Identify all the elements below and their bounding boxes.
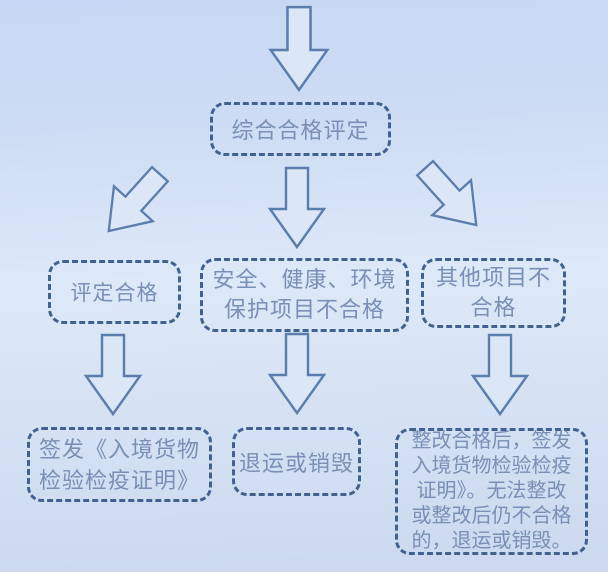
node-rectify-outcome: 整改合格后，签发 入境货物检验检疫 证明》。无法整改 或整改后仍不合格 的，退运… xyxy=(395,428,588,555)
node-comprehensive-assessment: 综合合格评定 xyxy=(210,102,391,156)
node-safety-health-env-fail: 安全、健康、环境 保护项目不合格 xyxy=(200,258,409,332)
block-arrow-down-icon xyxy=(83,333,143,417)
node-other-items-fail: 其他项目不 合格 xyxy=(421,258,566,328)
block-arrow-down-icon xyxy=(267,332,327,416)
block-arrow-down-icon xyxy=(470,333,530,417)
node-return-or-destroy: 退运或销毁 xyxy=(232,427,361,496)
block-arrow-down-icon xyxy=(267,166,327,250)
block-arrow-down-right-icon xyxy=(415,159,478,227)
node-issue-certificate: 签发《入境货物 检验检疫证明》 xyxy=(27,427,212,502)
block-arrow-down-icon xyxy=(268,5,330,93)
node-assessment-passed: 评定合格 xyxy=(48,260,181,324)
block-arrow-down-left-icon xyxy=(107,165,170,233)
